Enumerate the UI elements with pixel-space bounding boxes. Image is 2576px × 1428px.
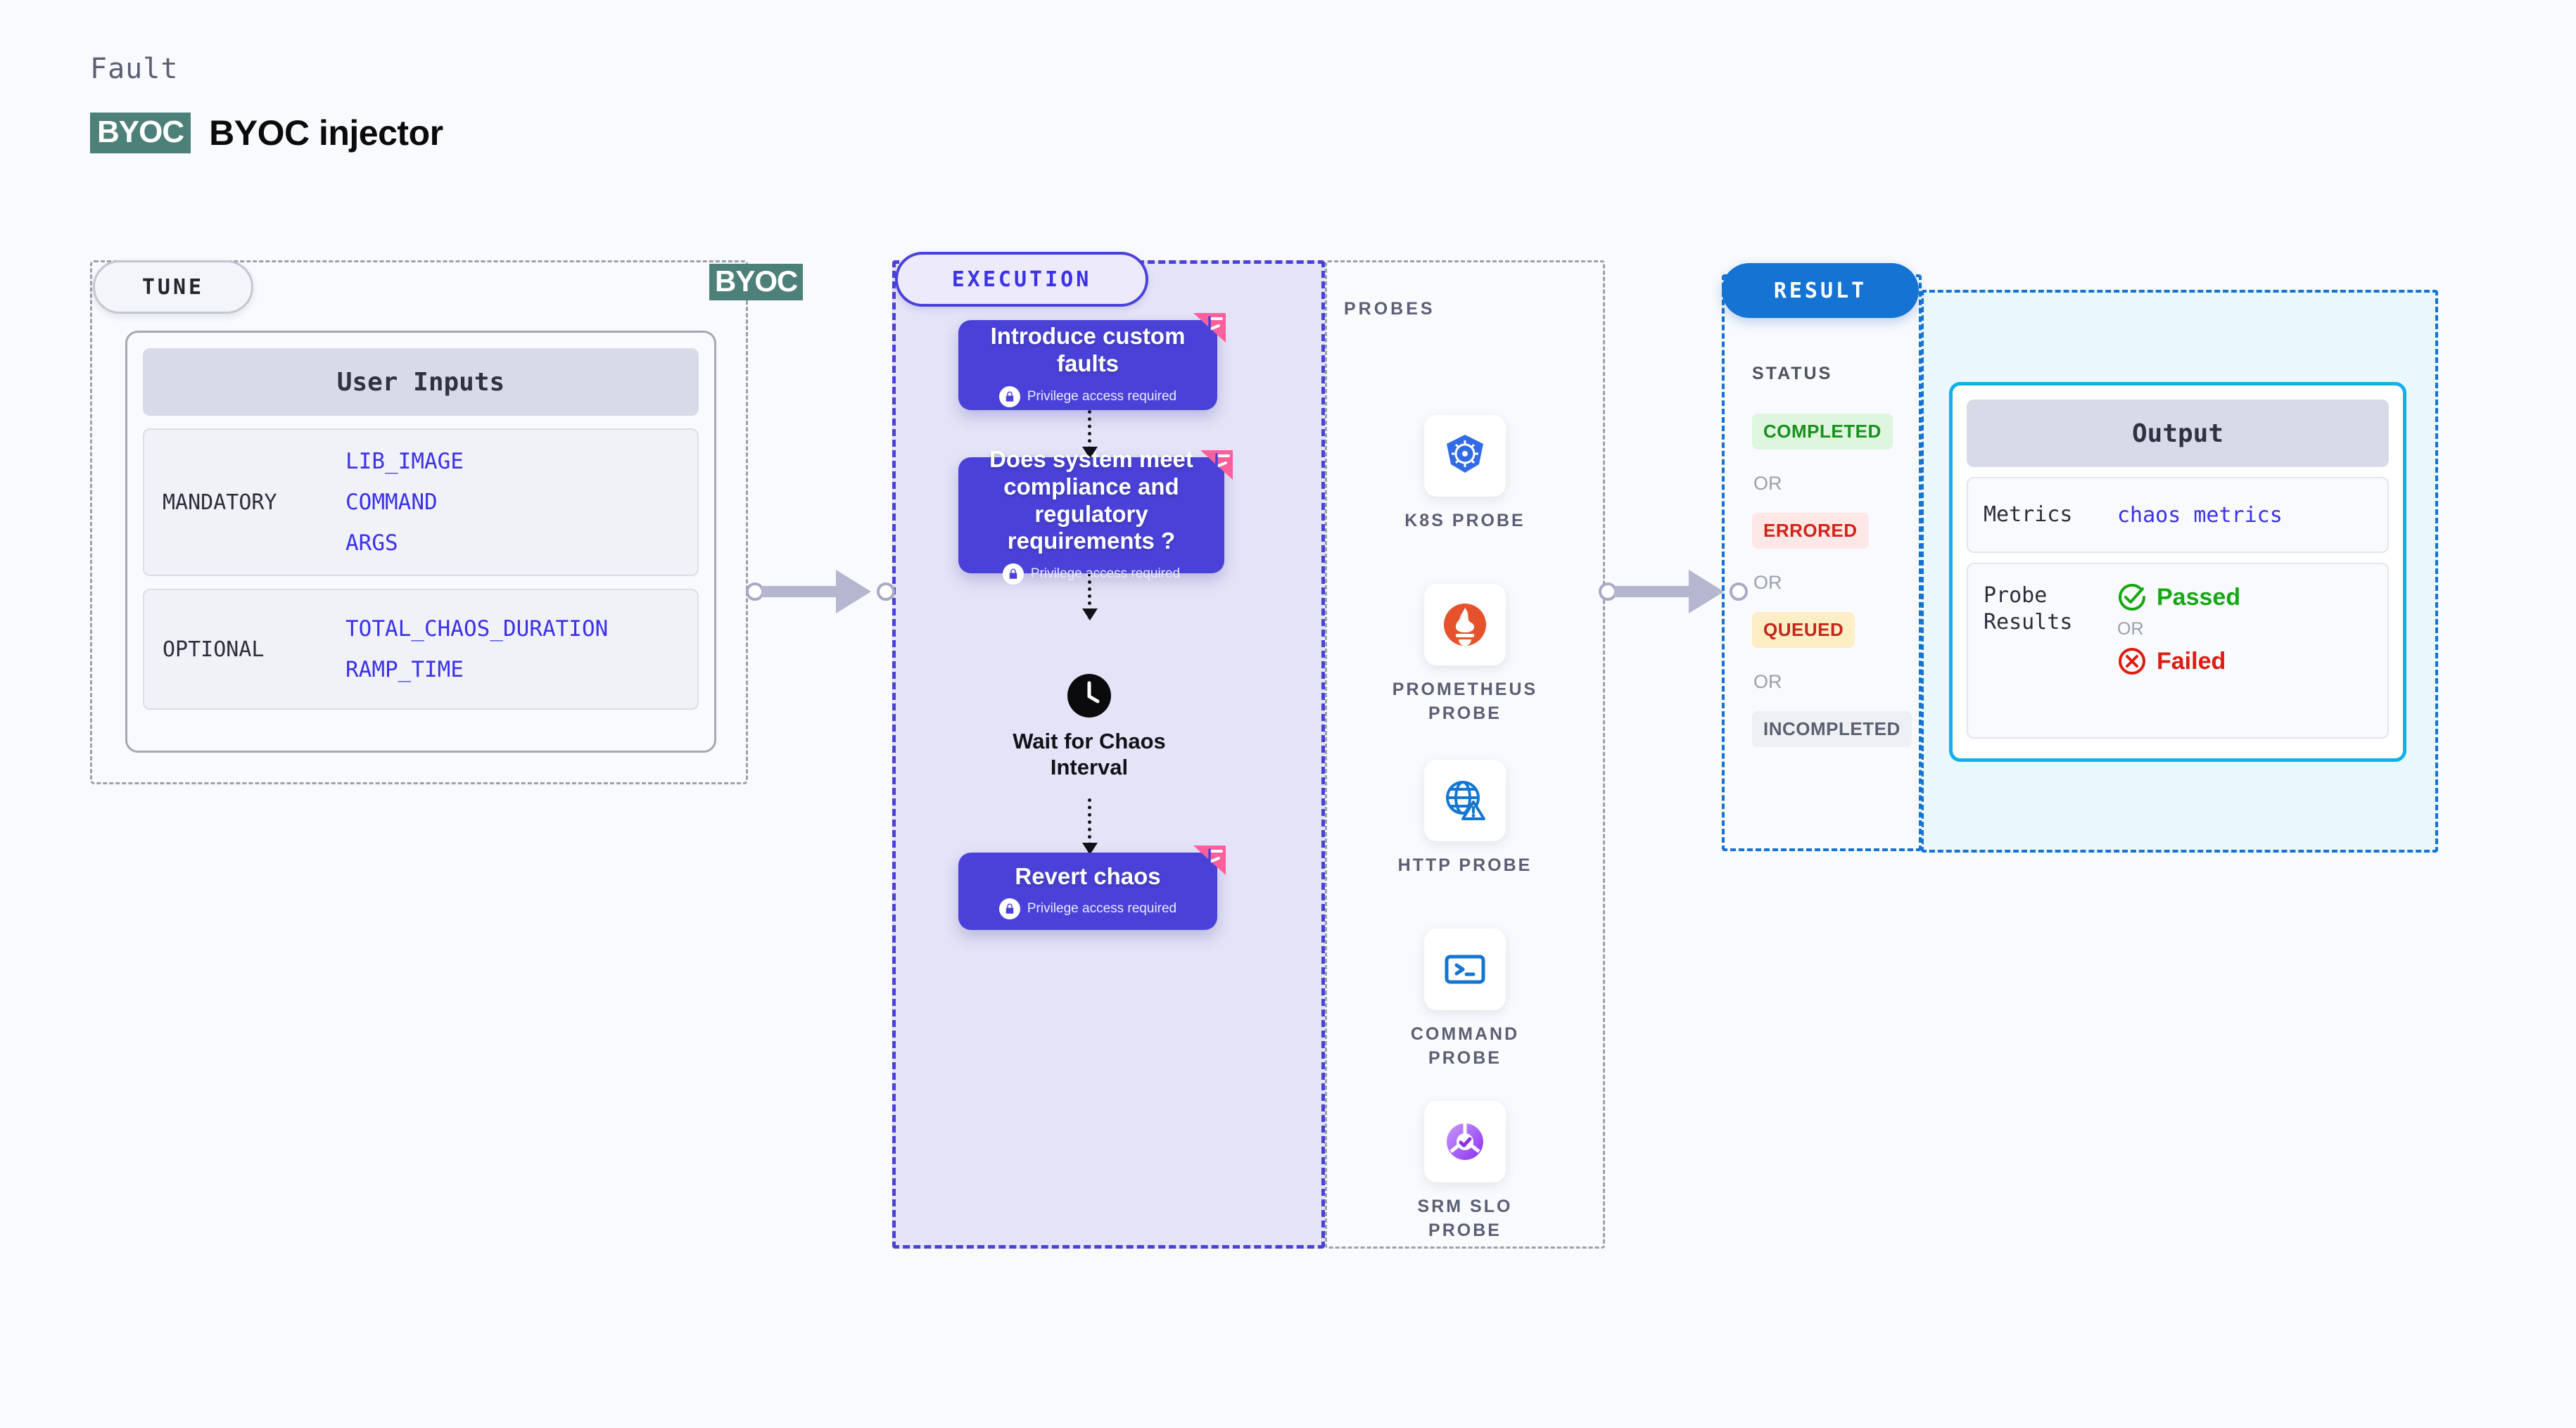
- status-or-label: OR: [1753, 572, 1782, 593]
- param-value-list: TOTAL_CHAOS_DURATION RAMP_TIME: [345, 616, 608, 682]
- srm-slo-icon: [1447, 1123, 1483, 1160]
- probe-results-key: Probe Results: [1984, 583, 2073, 635]
- connector-arrowhead: [1689, 570, 1724, 613]
- probe-label: COMMAND PROBE: [1410, 1024, 1520, 1068]
- privilege-note: Privilege access required: [1002, 563, 1181, 585]
- flow-connector: [1082, 410, 1098, 459]
- probe-results-values: Passed OR Failed: [2117, 582, 2240, 676]
- page-title: BYOC injector: [209, 113, 443, 153]
- result-pill-label: RESULT: [1722, 263, 1919, 318]
- status-badge-queued: QUEUED: [1752, 612, 1855, 648]
- probes-section-label: PROBES: [1344, 299, 1435, 319]
- param-value[interactable]: LIB_IMAGE: [345, 449, 464, 474]
- output-card: Output Metrics chaos metrics Probe Resul…: [1949, 382, 2406, 762]
- probe-tile: [1424, 760, 1506, 841]
- terminal-icon: [1445, 955, 1485, 984]
- output-probe-results-row: Probe Results Passed OR Failed: [1967, 563, 2389, 739]
- probe-label: HTTP PROBE: [1397, 855, 1533, 875]
- flag-marker-icon: [1200, 450, 1233, 480]
- privilege-note-text: Privilege access required: [1027, 388, 1177, 404]
- execution-node-title: Introduce custom faults: [990, 323, 1186, 376]
- execution-panel: [892, 260, 1325, 1249]
- param-group-label: OPTIONAL: [163, 637, 265, 662]
- status-badge-incompleted: INCOMPLETED: [1752, 711, 1912, 747]
- probe-result-or-label: OR: [2117, 619, 2144, 639]
- clock-icon: [1067, 674, 1111, 718]
- probe-item[interactable]: COMMAND PROBE: [1388, 929, 1542, 1071]
- execution-node[interactable]: Does system meet compliance and regulato…: [958, 446, 1233, 585]
- flow-connector: [1082, 798, 1098, 855]
- probe-tile: [1424, 584, 1506, 665]
- probe-item[interactable]: HTTP PROBE: [1388, 760, 1542, 878]
- status-badge-errored: ERRORED: [1752, 513, 1869, 549]
- flag-marker-icon: [1193, 313, 1226, 343]
- param-group-mandatory: MANDATORY LIB_IMAGE COMMAND ARGS: [143, 428, 699, 576]
- privilege-note-text: Privilege access required: [1030, 566, 1181, 582]
- user-inputs-card: User Inputs MANDATORY LIB_IMAGE COMMAND …: [125, 331, 716, 753]
- lock-icon: [998, 385, 1020, 407]
- probe-tile: [1424, 415, 1506, 497]
- param-value[interactable]: COMMAND: [345, 490, 438, 515]
- param-value[interactable]: ARGS: [345, 530, 398, 556]
- page-eyebrow: Fault: [90, 53, 179, 85]
- privilege-note-text: Privilege access required: [1027, 901, 1177, 917]
- output-metrics-row: Metrics chaos metrics: [1967, 477, 2389, 553]
- probe-tile: [1424, 1101, 1506, 1182]
- wait-node-label: Wait for Chaos Interval: [1013, 729, 1166, 780]
- user-inputs-header: User Inputs: [143, 348, 699, 416]
- lock-icon: [1002, 563, 1024, 585]
- failed-label: Failed: [2157, 647, 2226, 675]
- metrics-key: Metrics: [1984, 502, 2073, 528]
- param-value[interactable]: RAMP_TIME: [345, 657, 464, 682]
- probe-label: K8S PROBE: [1404, 511, 1525, 530]
- connector-arrowhead: [836, 570, 871, 613]
- probe-item[interactable]: PROMETHEUS PROBE: [1388, 584, 1542, 726]
- output-header: Output: [1967, 400, 2389, 467]
- execution-node-title: Does system meet compliance and regulato…: [989, 445, 1193, 554]
- execution-node[interactable]: Introduce custom faults Privilege access…: [958, 313, 1226, 410]
- execution-node[interactable]: Revert chaos Privilege access required: [958, 846, 1226, 930]
- probe-item[interactable]: K8S PROBE: [1388, 415, 1542, 533]
- kubernetes-icon: [1447, 435, 1483, 473]
- probe-result-failed: Failed: [2117, 646, 2240, 676]
- probe-label: PROMETHEUS PROBE: [1392, 680, 1538, 723]
- privilege-note: Privilege access required: [998, 898, 1177, 920]
- page-title-row: BYOC BYOC injector: [90, 113, 443, 153]
- probe-label: SRM SLO PROBE: [1417, 1197, 1513, 1240]
- connector-end-dot: [877, 582, 895, 601]
- param-value-list: LIB_IMAGE COMMAND ARGS: [345, 449, 464, 556]
- prometheus-icon: [1444, 604, 1486, 646]
- status-or-label: OR: [1753, 671, 1782, 692]
- param-value[interactable]: TOTAL_CHAOS_DURATION: [345, 616, 609, 642]
- connector-end-dot: [1730, 582, 1748, 601]
- metrics-value[interactable]: chaos metrics: [2117, 502, 2283, 528]
- lock-icon: [998, 898, 1020, 920]
- param-group-label: MANDATORY: [163, 490, 277, 515]
- connector-shaft: [1614, 586, 1706, 597]
- http-globe-icon: [1446, 781, 1485, 820]
- connector-execution-to-result: [1599, 570, 1748, 613]
- tune-byoc-tag: BYOC: [709, 264, 804, 300]
- status-section-label: STATUS: [1752, 364, 1833, 383]
- check-circle-icon: [2119, 584, 2145, 611]
- param-group-optional: OPTIONAL TOTAL_CHAOS_DURATION RAMP_TIME: [143, 589, 699, 710]
- status-badge-completed: COMPLETED: [1752, 414, 1893, 450]
- connector-shaft: [761, 586, 853, 597]
- status-or-label: OR: [1753, 473, 1782, 494]
- probe-tile: [1424, 929, 1506, 1010]
- connector-tune-to-execution: [746, 570, 895, 613]
- execution-node-title: Revert chaos: [1015, 862, 1161, 889]
- passed-label: Passed: [2157, 583, 2241, 611]
- flag-marker-icon: [1193, 846, 1226, 875]
- probe-result-passed: Passed: [2117, 582, 2240, 612]
- result-status-panel: [1722, 274, 1922, 851]
- execution-pill-label: EXECUTION: [895, 252, 1148, 307]
- wait-node[interactable]: Wait for Chaos Interval: [1005, 672, 1174, 780]
- tune-pill-label: TUNE: [93, 260, 253, 314]
- probe-item[interactable]: SRM SLO PROBE: [1388, 1101, 1542, 1243]
- x-circle-icon: [2119, 648, 2145, 675]
- byoc-badge: BYOC: [90, 113, 191, 153]
- privilege-note: Privilege access required: [998, 385, 1177, 407]
- flow-connector: [1082, 573, 1098, 620]
